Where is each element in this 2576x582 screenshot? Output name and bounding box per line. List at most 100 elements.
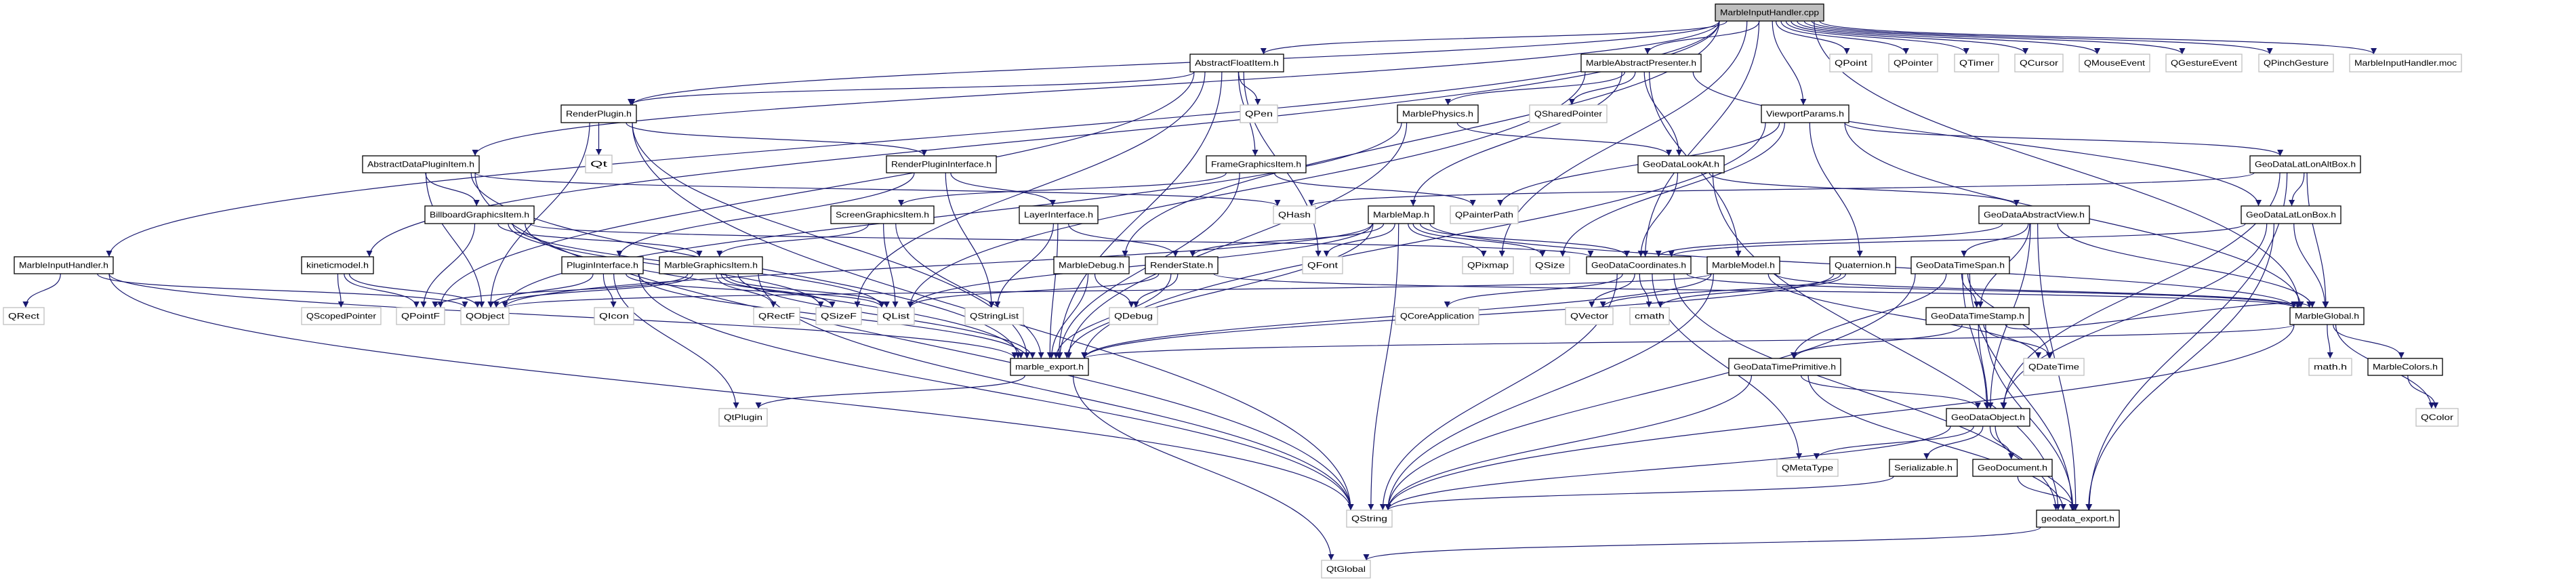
edge-marble-export-h-to-qtglobal bbox=[1072, 375, 1334, 561]
node-box bbox=[1580, 54, 1702, 72]
edge-marblemap-h-to-renderstate-h bbox=[1189, 223, 1385, 257]
node-geodatatimespan-h[interactable]: GeoDataTimeSpan.h bbox=[1910, 256, 2010, 274]
node-marblegraphicsitem-h[interactable]: MarbleGraphicsItem.h bbox=[659, 256, 763, 274]
node-marblemodel-h[interactable]: MarbleModel.h bbox=[1706, 256, 1780, 274]
node-screengraphicsitem-h[interactable]: ScreenGraphicsItem.h bbox=[830, 205, 935, 224]
node-billboardgraphicsitem-h[interactable]: BillboardGraphicsItem.h bbox=[424, 205, 535, 224]
node-marblecolors-h[interactable]: MarbleColors.h bbox=[2367, 358, 2443, 376]
node-layerinterface-h[interactable]: LayerInterface.h bbox=[1019, 205, 1099, 224]
node-box bbox=[1829, 256, 1896, 274]
node-marblemap-h[interactable]: MarbleMap.h bbox=[1368, 205, 1435, 224]
node-box bbox=[718, 408, 768, 427]
edge-marbleinputhandler-cpp-to-renderplugin-h bbox=[629, 20, 1720, 106]
node-abstractdatapluginitem-h[interactable]: AbstractDataPluginItem.h bbox=[362, 155, 480, 173]
node-box bbox=[2014, 54, 2064, 72]
node-box bbox=[1946, 408, 2030, 427]
edge-plugininterface-h-to-qtplugin bbox=[613, 273, 739, 409]
node-box bbox=[1629, 307, 1670, 325]
node-label: QList bbox=[882, 312, 910, 321]
node-geodatacoordinates-h[interactable]: GeoDataCoordinates.h bbox=[1586, 256, 1692, 274]
node-geodatalatlonbox-h[interactable]: GeoDataLatLonBox.h bbox=[2241, 205, 2342, 224]
edge-renderplugininterface-h-to-qstringlist bbox=[945, 172, 995, 308]
node-label: QScopedPointer bbox=[306, 312, 376, 321]
node-box bbox=[585, 154, 613, 173]
node-qsizef: QSizeF bbox=[815, 307, 862, 325]
node-label: QtGlobal bbox=[1326, 564, 1366, 574]
node-serializable-h[interactable]: Serializable.h bbox=[1889, 459, 1958, 477]
node-marbleglobal-h[interactable]: MarbleGlobal.h bbox=[2289, 307, 2365, 325]
node-box bbox=[2036, 510, 2120, 528]
node-quaternion-h[interactable]: Quaternion.h bbox=[1829, 256, 1896, 274]
node-renderplugin-h[interactable]: RenderPlugin.h bbox=[560, 104, 637, 123]
edge-geodatalatlonbox-h-to-geodataobject-h bbox=[2000, 223, 2268, 409]
node-viewportparams-h[interactable]: ViewportParams.h bbox=[1761, 104, 1849, 123]
node-qpointf: QPointF bbox=[396, 307, 445, 325]
node-geodocument-h[interactable]: GeoDocument.h bbox=[1972, 459, 2053, 477]
node-marbledebug-h[interactable]: MarbleDebug.h bbox=[1053, 256, 1130, 274]
edge-renderstate-h-to-qdebug bbox=[1132, 273, 1179, 308]
edge-geodatalatlonaltbox-h-to-qhash bbox=[1308, 172, 2255, 207]
node-renderstate-h[interactable]: RenderState.h bbox=[1145, 256, 1219, 274]
node-box bbox=[2289, 307, 2365, 325]
node-box bbox=[1530, 256, 1570, 274]
node-marblephysics-h[interactable]: MarblePhysics.h bbox=[1397, 104, 1479, 123]
node-box bbox=[830, 205, 935, 224]
node-marble-export-h[interactable]: marble_export.h bbox=[1010, 358, 1089, 376]
edge-marbleinputhandler-cpp-to-qmouseevent bbox=[1797, 20, 2100, 55]
node-abstractfloatitem-h[interactable]: AbstractFloatItem.h bbox=[1189, 54, 1284, 72]
node-renderplugininterface-h[interactable]: RenderPluginInterface.h bbox=[886, 155, 997, 173]
node-marbleinputhandler-h[interactable]: MarbleInputHandler.h bbox=[14, 256, 114, 274]
node-framegraphicsitem-h[interactable]: FrameGraphicsItem.h bbox=[1206, 155, 1307, 173]
node-label: GeoDataObject.h bbox=[1951, 413, 2025, 422]
edge-screengraphicsitem-h-to-marble-export-h bbox=[895, 223, 1044, 359]
edge-abstractdatapluginitem-h-to-qobject bbox=[425, 172, 485, 308]
edge-marblemap-h-to-qstring bbox=[1368, 223, 1399, 511]
edge-serializable-h-to-qstring bbox=[1385, 476, 1894, 511]
node-box bbox=[1889, 459, 1958, 477]
node-qdatetime: QDateTime bbox=[2023, 358, 2085, 376]
edge-marbleinputhandler-cpp-to-qpointer bbox=[1780, 20, 1909, 55]
edge-renderplugininterface-h-to-plugininterface-h bbox=[616, 172, 915, 257]
node-qpainterpath: QPainterPath bbox=[1450, 205, 1519, 224]
node-box bbox=[1010, 358, 1089, 376]
node-box bbox=[1888, 54, 1938, 72]
edge-marbleabstractpresenter-h-to-geodatalatlonbox-h bbox=[1692, 71, 2262, 207]
node-label: MarbleMap.h bbox=[1373, 210, 1429, 220]
edge-renderstate-h-to-qlist bbox=[907, 273, 1160, 308]
node-label: QPen bbox=[1245, 109, 1273, 119]
node-geodata-export-h[interactable]: geodata_export.h bbox=[2036, 510, 2120, 528]
node-box bbox=[1637, 155, 1725, 173]
edge-marbleinputhandler-cpp-to-qcursor bbox=[1791, 20, 2029, 55]
edge-framegraphicsitem-h-to-screengraphicsitem-h bbox=[898, 172, 1227, 207]
node-label: GeoDataLatLonAltBox.h bbox=[2255, 160, 2356, 169]
edge-billboardgraphicsitem-h-to-marble-export-h bbox=[525, 223, 1024, 359]
edge-geodataabstractview-h-to-geodatatimespan-h bbox=[1961, 223, 2029, 257]
edge-marblemodel-h-to-qdatetime bbox=[1767, 273, 2042, 359]
node-box bbox=[1586, 256, 1692, 274]
node-geodatatimeprimitive-h[interactable]: GeoDataTimePrimitive.h bbox=[1728, 358, 1841, 376]
edge-geodocument-h-to-geodata-export-h bbox=[2017, 476, 2078, 511]
node-qlist: QList bbox=[877, 307, 915, 325]
edge-marbleinputhandler-cpp-to-qpoint bbox=[1776, 20, 1850, 55]
node-label: ViewportParams.h bbox=[1766, 109, 1844, 119]
node-geodataobject-h[interactable]: GeoDataObject.h bbox=[1946, 408, 2030, 427]
node-marbleinputhandler-cpp[interactable]: MarbleInputHandler.cpp bbox=[1715, 3, 1824, 22]
edge-marbleinputhandler-cpp-to-qpinchgesture bbox=[1811, 20, 2273, 55]
node-box bbox=[594, 307, 634, 325]
node-label: QFont bbox=[1307, 261, 1338, 270]
node-plugininterface-h[interactable]: PluginInterface.h bbox=[561, 256, 644, 274]
node-geodatalookat-h[interactable]: GeoDataLookAt.h bbox=[1637, 155, 1725, 173]
node-label: MarbleInputHandler.h bbox=[19, 261, 108, 270]
edge-abstractfloatitem-h-to-qsizef bbox=[854, 71, 1206, 308]
node-geodatalatlonaltbox-h[interactable]: GeoDataLatLonAltBox.h bbox=[2249, 155, 2361, 173]
node-kineticmodel-h[interactable]: kineticmodel.h bbox=[301, 256, 374, 274]
edge-viewportparams-h-to-qsize bbox=[1559, 122, 1785, 257]
node-marbleabstractpresenter-h[interactable]: MarbleAbstractPresenter.h bbox=[1580, 54, 1702, 72]
node-label: GeoDataTimePrimitive.h bbox=[1734, 362, 1836, 372]
node-geodatatimestamp-h[interactable]: GeoDataTimeStamp.h bbox=[1925, 307, 2030, 325]
node-box bbox=[1715, 3, 1824, 22]
edge-viewportparams-h-to-quaternion-h bbox=[1809, 122, 1863, 257]
node-label: RenderPlugin.h bbox=[566, 109, 632, 119]
node-geodataabstractview-h[interactable]: GeoDataAbstractView.h bbox=[1978, 205, 2090, 224]
node-label: QTimer bbox=[1959, 58, 1994, 68]
